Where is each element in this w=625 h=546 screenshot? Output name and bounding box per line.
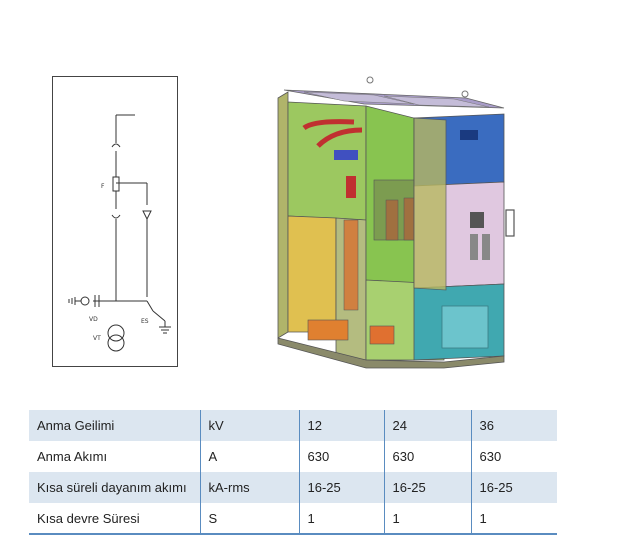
table-cell: 16-25 bbox=[470, 472, 557, 503]
table-cell: S bbox=[199, 503, 299, 535]
vd-label: VD bbox=[89, 316, 98, 323]
table-cell: 16-25 bbox=[298, 472, 384, 503]
es-label: ES bbox=[141, 318, 149, 325]
table-cell: 16-25 bbox=[383, 472, 471, 503]
table-row: Anma Akımı A 630 630 630 bbox=[29, 441, 557, 472]
table-cell: Anma Akımı bbox=[37, 449, 108, 464]
table-cell: A bbox=[199, 441, 299, 472]
single-line-diagram-drawing: F VD ES VT bbox=[68, 114, 171, 352]
table-cell: 1 bbox=[298, 503, 384, 535]
table-row: Anma Geilimi kV 12 24 36 bbox=[29, 410, 557, 441]
table-cell: 24 bbox=[383, 410, 471, 441]
table-cell: kA-rms bbox=[199, 472, 299, 503]
table-cell: 630 bbox=[383, 441, 471, 472]
table-cell: Kısa devre Süresi bbox=[29, 503, 200, 535]
vt-label: VT bbox=[93, 335, 101, 342]
table-row: Kısa devre Süresi S 1 1 1 bbox=[29, 503, 557, 535]
rating-table: Anma Geilimi kV 12 24 36 Anma Akımı A 63… bbox=[29, 410, 557, 535]
fuse-label: F bbox=[101, 183, 105, 190]
table-cell: 36 bbox=[470, 410, 557, 441]
table-cell: 1 bbox=[470, 503, 557, 535]
table-row: Kısa süreli dayanım akımı kA-rms 16-25 1… bbox=[29, 472, 557, 503]
switchgear-cabinet-image bbox=[274, 70, 526, 375]
table-cell: 630 bbox=[470, 441, 557, 472]
table-cell: 12 bbox=[298, 410, 384, 441]
table-cell: kV bbox=[199, 410, 299, 441]
single-line-diagram: F VD ES VT bbox=[52, 76, 178, 367]
table-cell: 630 bbox=[298, 441, 384, 472]
table-cell: 1 bbox=[383, 503, 471, 535]
table-cell: Kısa süreli dayanım akımı bbox=[29, 472, 200, 503]
table-cell: Anma Geilimi bbox=[29, 410, 200, 441]
